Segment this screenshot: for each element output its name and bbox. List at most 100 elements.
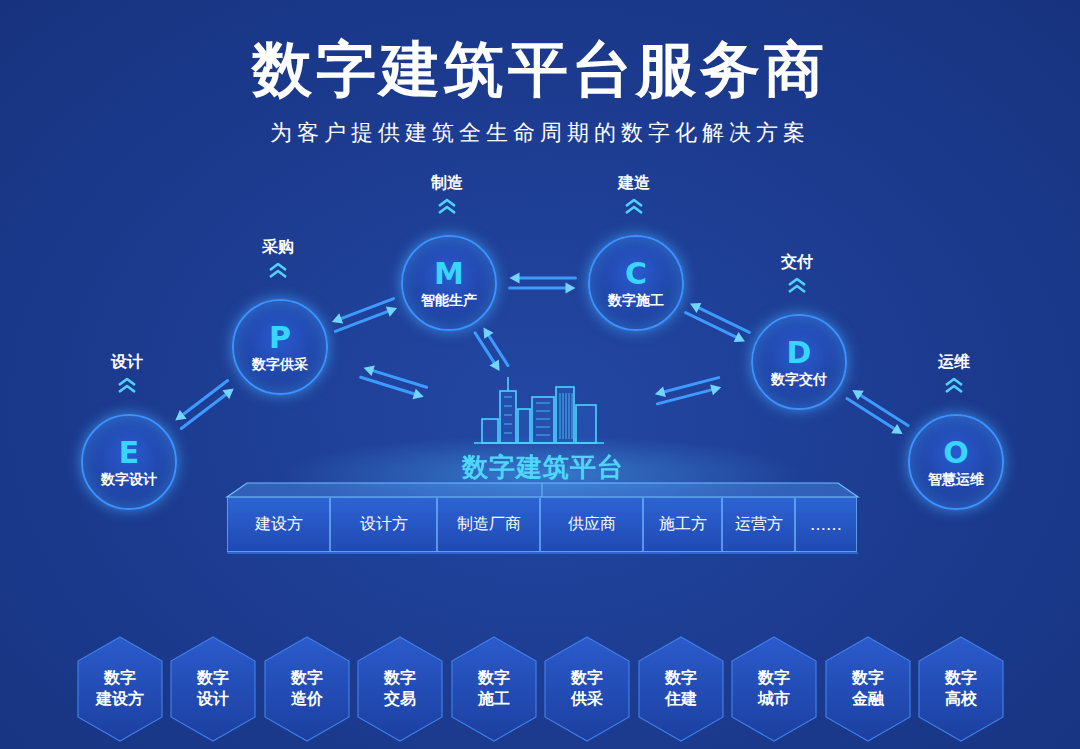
stage-letter: P	[269, 321, 291, 355]
hexagon-tile: 数字 设计	[170, 636, 256, 742]
hexagon-tile: 数字 交易	[357, 636, 443, 742]
arrow-head	[332, 313, 343, 323]
arrow-shaft	[475, 333, 496, 365]
connector	[361, 365, 427, 399]
circle-shape: E数字设计	[81, 414, 177, 510]
arrow-head	[483, 327, 493, 338]
stage-label: 采购	[220, 237, 336, 257]
arrow-shaft	[510, 287, 569, 290]
party-name: 建设方	[255, 514, 303, 535]
chevron-icon	[622, 197, 646, 215]
party-cell: ……	[795, 497, 857, 552]
chevron-icon	[115, 376, 139, 394]
hexagon-tile: 数字 城市	[731, 636, 817, 742]
arrow-head	[222, 388, 233, 398]
arrow-head	[655, 386, 666, 397]
arrow-head	[490, 360, 500, 371]
stage-name: 数字供采	[252, 355, 308, 373]
arrow-head	[364, 365, 375, 376]
chevron-icon	[266, 261, 290, 279]
party-name: 供应商	[568, 514, 616, 535]
arrow-head	[734, 332, 745, 342]
process-circle: 设计E数字设计	[69, 352, 185, 510]
platform-name: 数字建筑平台	[462, 452, 624, 482]
hexagon-tile: 数字 造价	[264, 636, 350, 742]
process-circle: 采购 P数字供采	[220, 237, 336, 395]
stage-letter: M	[434, 257, 464, 291]
title: 数字建筑平台服务商	[0, 30, 1080, 111]
process-circle: 建造C数字施工	[576, 173, 692, 331]
party-cell: 设计方	[330, 497, 437, 552]
arrow-shaft	[696, 307, 749, 333]
party-name: 运营方	[735, 514, 783, 535]
stage-label: 制造	[389, 173, 505, 193]
stage-letter: D	[787, 336, 812, 370]
hexagon-tile: 数字 建设方	[77, 636, 163, 742]
tile-name: 数字 交易	[376, 668, 425, 710]
arrow-head	[386, 306, 397, 316]
arrow-shaft	[370, 370, 426, 387]
connector	[475, 327, 508, 371]
arrow-head	[852, 390, 863, 400]
stage-name: 智能生产	[421, 291, 477, 309]
circle-shape: M智能生产	[401, 235, 497, 331]
arrow-shaft	[181, 381, 228, 417]
arrow-shaft	[335, 310, 390, 331]
arrow-head	[175, 410, 186, 420]
party-name: 施工方	[659, 514, 707, 535]
arrow-shaft	[662, 378, 719, 393]
circle-shape: O智慧运维	[908, 414, 1004, 510]
caption: 为客户提供建筑全生命周期的数字化解决方案	[0, 118, 1080, 148]
connector	[847, 390, 908, 434]
party-cell: 建设方	[227, 497, 330, 552]
tile-name: 数字 设计	[189, 668, 238, 710]
arrow-head	[566, 283, 576, 294]
stage-label: 交付	[739, 252, 855, 272]
stage-letter: C	[625, 257, 647, 291]
chevron-icon	[942, 376, 966, 394]
stage-letter: O	[943, 436, 969, 470]
party-cell: 制造厂商	[437, 497, 540, 552]
hexagon-tile: 数字 住建	[638, 636, 724, 742]
tile-name: 数字 造价	[283, 668, 332, 710]
tile-name: 数字 住建	[657, 668, 706, 710]
hexagon-tile: 数字 高校	[918, 636, 1004, 742]
building-illustration	[474, 375, 604, 445]
party-cell: 施工方	[643, 497, 722, 552]
stage-letter: E	[119, 436, 140, 470]
arrow-shaft	[858, 394, 908, 426]
platform-base: 数字建筑平台建设方 设计方 制造厂商 供应商 施工方 运营方 ……	[225, 375, 860, 560]
party-cell: 运营方	[722, 497, 795, 552]
arrow-head	[510, 273, 520, 284]
process-circle: 运维O智慧运维	[896, 352, 1012, 510]
circle-shape: P数字供采	[232, 299, 328, 395]
party-name: 设计方	[360, 514, 408, 535]
circle-shape: C数字施工	[588, 235, 684, 331]
stage-name: 智慧运维	[928, 470, 984, 488]
connector	[175, 381, 234, 429]
arrow-head	[710, 385, 721, 396]
stage-name: 数字设计	[101, 470, 157, 488]
arrow-shaft	[338, 299, 393, 320]
arrow-shaft	[361, 377, 417, 394]
hexagon-tile: 数字 施工	[451, 636, 537, 742]
party-cell: 供应商	[540, 497, 643, 552]
connector	[686, 303, 750, 342]
tile-name: 数字 城市	[750, 668, 799, 710]
tile-name: 数字 金融	[844, 668, 893, 710]
connector	[510, 273, 576, 294]
party-name: 制造厂商	[457, 514, 521, 535]
circle-shape: D数字交付	[751, 314, 847, 410]
arrow-head	[891, 424, 902, 434]
hexagon-tile: 数字 供采	[544, 636, 630, 742]
tile-name: 数字 高校	[937, 668, 986, 710]
platform-label-row: 数字建筑平台	[225, 451, 860, 483]
process-circle: 交付 D数字交付	[739, 252, 855, 410]
arrow-head	[413, 389, 424, 400]
hexagon-tile: 数字 金融	[825, 636, 911, 742]
arrow-shaft	[686, 313, 739, 339]
stage-name: 数字交付	[771, 370, 827, 388]
